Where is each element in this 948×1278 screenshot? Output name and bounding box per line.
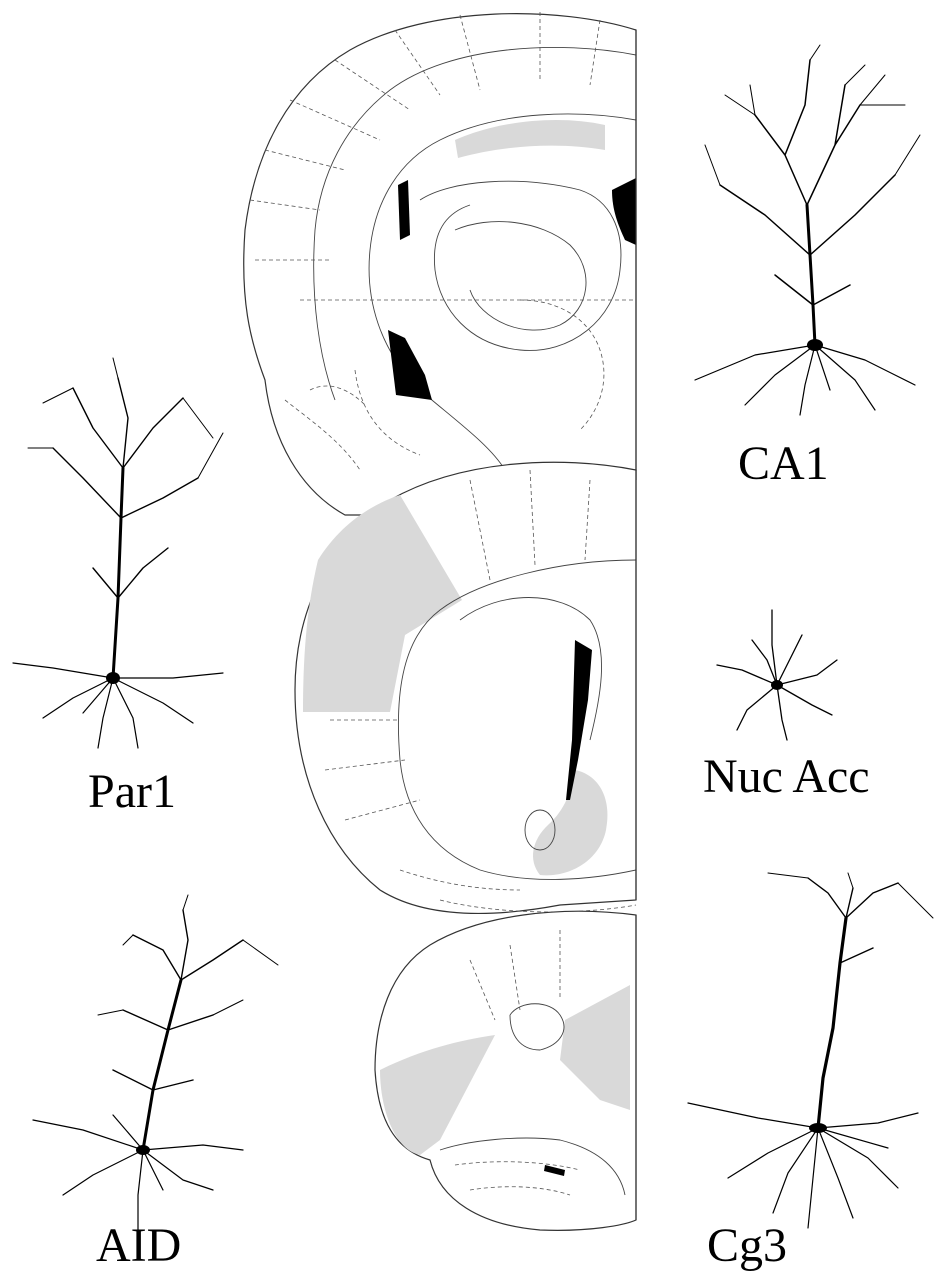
brain-section-middle bbox=[295, 462, 636, 913]
label-aid: AID bbox=[96, 1222, 181, 1270]
neuron-par1 bbox=[13, 358, 223, 748]
label-par1: Par1 bbox=[88, 768, 176, 816]
label-ca1: CA1 bbox=[738, 440, 829, 488]
brain-section-bottom bbox=[375, 911, 636, 1230]
neuron-aid bbox=[33, 895, 278, 1240]
brain-section-top bbox=[244, 12, 636, 515]
label-nuc-acc: Nuc Acc bbox=[703, 753, 870, 801]
neuron-cg3 bbox=[688, 873, 933, 1228]
neuron-nuc-acc bbox=[717, 610, 837, 740]
neuron-ca1 bbox=[695, 45, 920, 415]
label-cg3: Cg3 bbox=[707, 1222, 787, 1270]
